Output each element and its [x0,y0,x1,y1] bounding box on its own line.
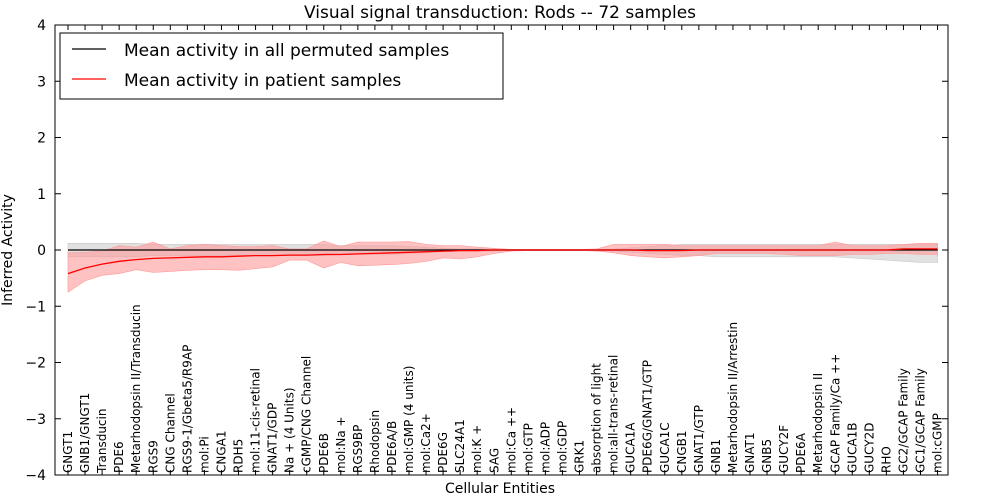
legend: Mean activity in all permuted samples Me… [59,32,504,100]
y-tick-label: 2 [37,131,46,147]
x-tick-label: mol:GTP [521,423,535,473]
y-tick-label: −1 [25,299,46,315]
x-tick-label: mol:GDP [556,421,570,473]
x-tick-label: GUCA1B [845,422,859,473]
y-tick-label: 4 [37,18,46,34]
x-tick-label: Transducin [95,409,109,474]
x-tick-label: GCAP Family/Ca ++ [828,354,842,473]
y-tick-label: 0 [37,243,46,259]
x-tick-label: mol:ADP [538,422,552,473]
y-axis-ticks: −4 −3 −2 −1 0 1 2 3 4 [25,18,948,484]
x-tick-label: GNAT1/GTP [692,405,706,473]
x-tick-label: GRK1 [573,440,587,473]
legend-label-patient: Mean activity in patient samples [124,71,401,91]
x-tick-label: GNGT1 [61,431,75,473]
x-tick-label: mol:all-trans-retinal [607,355,621,473]
x-tick-label: CNG Channel [163,393,177,473]
y-tick-label: −4 [25,468,46,484]
x-tick-label: RGS9-1/Gbeta5/R9AP [180,345,194,473]
x-tick-label: Metarhodopsin II [811,373,825,473]
x-tick-label: RHO [879,446,893,473]
x-tick-label: absorption of light [590,363,604,473]
x-tick-label: mol:cGMP [931,413,945,473]
legend-label-permuted: Mean activity in all permuted samples [124,41,449,61]
x-tick-label: mol:Pi [197,436,211,473]
x-tick-label: GNAT1 [743,432,757,473]
x-tick-label: Rhodopsin [368,410,382,473]
x-tick-label: Metarhodopsin II/Arrestin [726,322,740,473]
x-tick-label: GUCY2F [777,425,791,473]
x-tick-label: SAG [487,448,501,473]
chart-title: Visual signal transduction: Rods -- 72 s… [304,3,696,23]
x-tick-label: SLC24A1 [453,419,467,473]
x-tick-label: GNB5 [760,439,774,473]
x-tick-label: cGMP/CNG Channel [300,356,314,473]
y-tick-label: −2 [25,356,46,372]
x-tick-label: GUCA1C [658,422,672,473]
x-tick-label: mol:Ca ++ [504,407,518,473]
x-tick-label: GNAT1/GDP [266,403,280,473]
x-tick-label: RGS9 [146,440,160,473]
x-tick-label: PDE6B [317,433,331,473]
x-tick-label: mol:Na + [334,416,348,473]
x-tick-label: PDE6A/B [385,421,399,473]
x-tick-label: PDE6G [436,432,450,473]
x-tick-label: mol:11-cis-retinal [249,368,263,473]
line-patient [67,248,938,275]
x-tick-label: RDH5 [232,439,246,473]
x-tick-label: CNGB1 [675,430,689,473]
x-tick-label: GC2/GCAP Family [897,368,911,473]
y-tick-label: −3 [25,412,46,428]
band-patient [67,240,938,293]
x-tick-label: Na + (4 Units) [283,387,297,473]
x-tick-label: CNGA1 [215,431,229,474]
x-tick-label: PDE6G/GNAT1/GTP [641,360,655,473]
x-tick-label: mol:GMP (4 units) [402,366,416,473]
y-tick-label: 3 [37,74,46,90]
x-tick-label: PDE6 [112,441,126,473]
x-tick-label: GNB1/GNGT1 [78,393,92,473]
x-tick-label: GNB1 [709,439,723,473]
x-tick-label: GUCY2D [862,423,876,473]
x-tick-label: GUCA1A [624,422,638,473]
x-tick-label: mol:Ca2+ [419,413,433,473]
x-tick-label: mol:K + [470,425,484,473]
x-tick-label: RGS9BP [351,425,365,473]
legend-box [59,32,504,100]
x-tick-label: Metarhodopsin II/Transducin [129,304,143,473]
y-tick-label: 1 [37,187,46,203]
x-axis-label: Cellular Entities [445,481,555,497]
y-axis-label: Inferred Activity [0,194,16,306]
x-tick-label: GC1/GCAP Family [914,368,928,473]
series-lines [67,248,938,275]
x-tick-label: PDE6A [794,432,808,473]
